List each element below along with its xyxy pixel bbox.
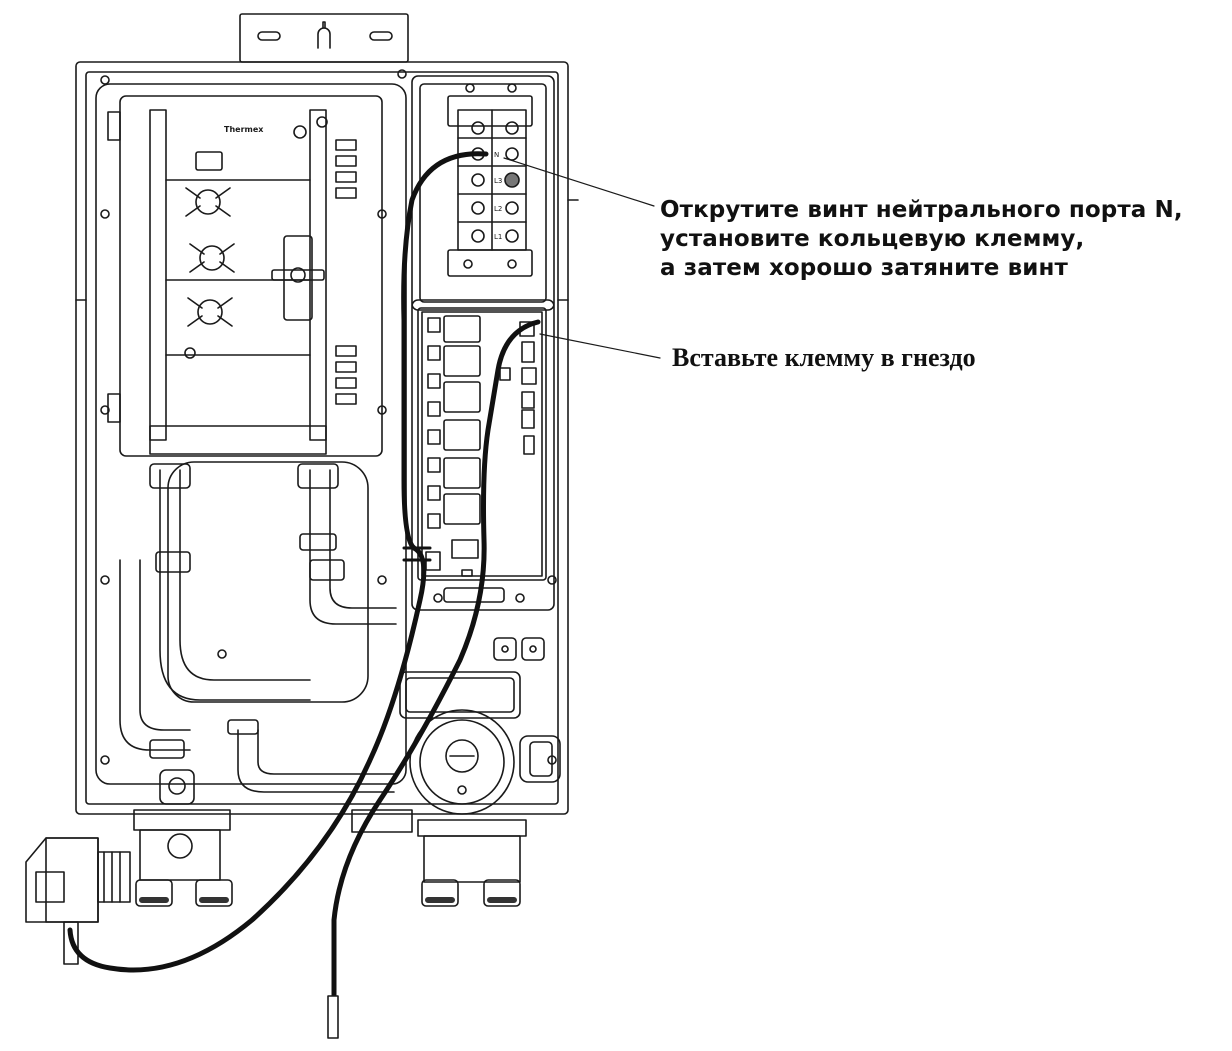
tank xyxy=(167,461,369,703)
housing-screws xyxy=(100,69,557,765)
signal-cable xyxy=(331,319,541,1003)
heater-plate xyxy=(107,95,383,457)
indicator-lights xyxy=(493,637,545,661)
cable-clamp xyxy=(402,546,432,562)
neutral-cable xyxy=(67,151,489,973)
callout-neutral-line-3: а затем хорошо затяните винт xyxy=(660,255,1068,281)
callout-neutral-line-1: Открутите винт нейтрального порта N, xyxy=(660,197,1183,223)
callout-neutral-line-2: установите кольцевую клемму, xyxy=(660,226,1085,252)
power-terminal-block xyxy=(447,83,533,277)
external-sensor xyxy=(25,837,131,965)
brand-mark: Thermex xyxy=(224,125,264,134)
bottom-fittings xyxy=(133,769,527,907)
mounting-bracket xyxy=(239,13,409,63)
terminal-label-n: N xyxy=(494,151,499,159)
callout-leader-socket xyxy=(539,333,661,359)
probe-tip xyxy=(327,995,339,1039)
callout-neutral-port: Открутите винт нейтрального порта N, уст… xyxy=(660,196,1183,283)
water-pipes xyxy=(119,463,397,793)
callout-insert-terminal: Вставьте клемму в гнездо xyxy=(672,343,976,372)
circulation-pump xyxy=(399,671,561,815)
terminal-label-l3: L3 xyxy=(494,177,502,185)
terminal-label-l2: L2 xyxy=(494,205,502,213)
callout-leader-neutral xyxy=(503,157,655,207)
terminal-label-l1: L1 xyxy=(494,233,502,241)
